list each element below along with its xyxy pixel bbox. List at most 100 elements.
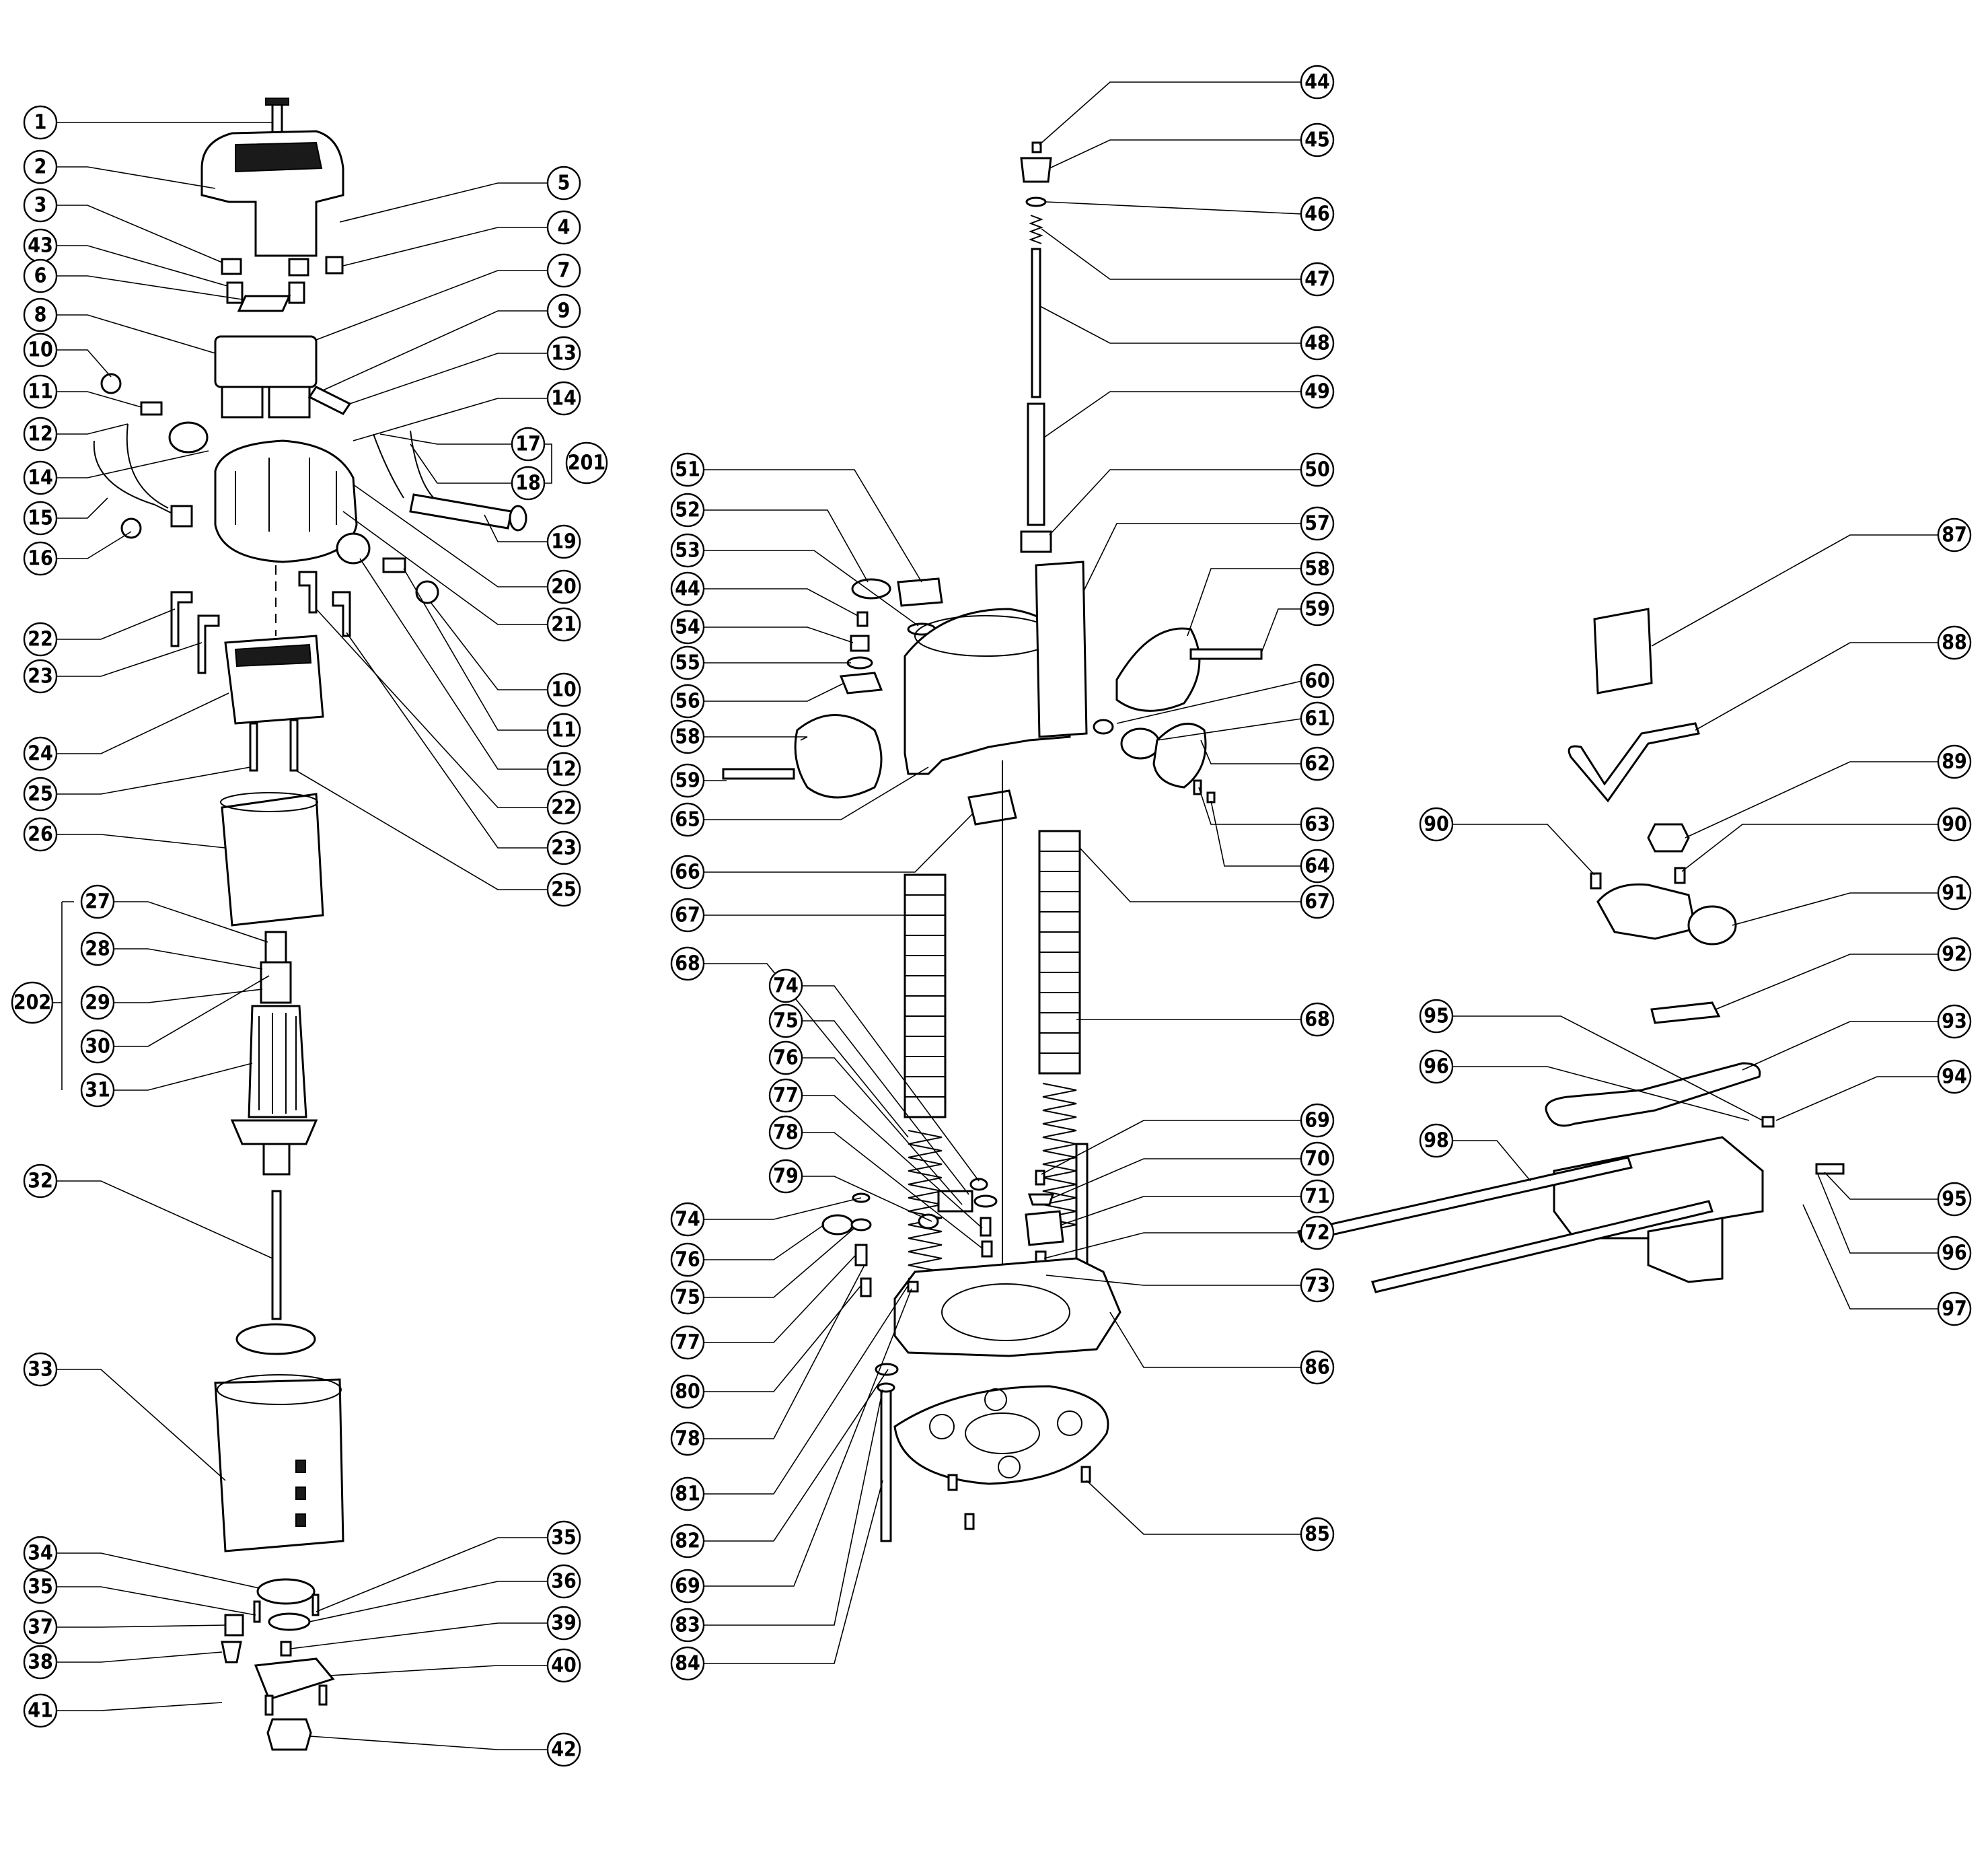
leader-84 bbox=[703, 1480, 883, 1664]
part-2-top-cover-vents bbox=[235, 141, 323, 173]
svg-text:35: 35 bbox=[28, 1575, 53, 1599]
callout-22a: 22 bbox=[23, 622, 58, 657]
callout-32: 32 bbox=[23, 1163, 58, 1198]
part-68-spring-right bbox=[1042, 1083, 1077, 1232]
leader-16 bbox=[54, 531, 132, 559]
leader-86 bbox=[1109, 1312, 1302, 1368]
leader-95b bbox=[1824, 1172, 1941, 1200]
svg-text:2: 2 bbox=[34, 155, 47, 179]
part-87-plate bbox=[1593, 608, 1653, 694]
part-11-brush-right bbox=[382, 557, 406, 573]
callout-42: 42 bbox=[546, 1732, 581, 1767]
svg-text:74: 74 bbox=[675, 1208, 700, 1231]
part-25-screw-right bbox=[289, 719, 299, 772]
callout-14b: 14 bbox=[546, 381, 581, 416]
svg-text:32: 32 bbox=[28, 1170, 53, 1193]
svg-text:20: 20 bbox=[551, 575, 577, 599]
part-85-hole-3 bbox=[984, 1388, 1007, 1411]
leader-44b bbox=[703, 588, 858, 616]
leader-89 bbox=[1685, 761, 1941, 838]
svg-text:44: 44 bbox=[675, 577, 700, 601]
leader-48 bbox=[1039, 306, 1302, 344]
callout-79: 79 bbox=[768, 1159, 803, 1194]
svg-text:38: 38 bbox=[28, 1651, 53, 1674]
part-94-95-96-right bbox=[1815, 1163, 1845, 1175]
leader-44a bbox=[1039, 81, 1302, 145]
svg-text:95: 95 bbox=[1424, 1005, 1449, 1028]
svg-text:91: 91 bbox=[1942, 882, 1967, 905]
callout-38: 38 bbox=[23, 1645, 58, 1680]
callout-90a: 90 bbox=[1419, 807, 1454, 842]
svg-text:67: 67 bbox=[675, 904, 700, 927]
svg-text:51: 51 bbox=[675, 458, 700, 482]
leader-4 bbox=[342, 227, 548, 266]
callout-91: 91 bbox=[1937, 875, 1972, 910]
callout-82: 82 bbox=[670, 1524, 705, 1559]
leader-41 bbox=[54, 1702, 223, 1711]
leader-23a bbox=[54, 642, 203, 677]
callout-24: 24 bbox=[23, 736, 58, 771]
leader-31 bbox=[111, 1063, 253, 1091]
leader-lines bbox=[52, 81, 1941, 1750]
part-56 bbox=[839, 672, 883, 694]
svg-text:96: 96 bbox=[1424, 1055, 1449, 1079]
svg-text:42: 42 bbox=[551, 1738, 577, 1762]
callout-8: 8 bbox=[23, 297, 58, 332]
part-11-brush-left bbox=[140, 401, 163, 416]
part-15-wire-2 bbox=[126, 423, 169, 509]
callout-5: 5 bbox=[546, 166, 581, 201]
svg-text:47: 47 bbox=[1304, 268, 1330, 291]
svg-text:84: 84 bbox=[675, 1652, 700, 1676]
svg-text:64: 64 bbox=[1304, 855, 1330, 878]
part-91-guide bbox=[1596, 883, 1697, 940]
part-42-collet-nut bbox=[266, 1718, 312, 1751]
callout-41: 41 bbox=[23, 1693, 58, 1728]
callout-11a: 11 bbox=[23, 374, 58, 409]
part-10-brush-cap-left bbox=[100, 373, 122, 394]
callout-58b: 58 bbox=[1300, 551, 1335, 586]
part-52 bbox=[851, 578, 891, 600]
svg-text:4: 4 bbox=[558, 216, 570, 240]
callout-13: 13 bbox=[546, 336, 581, 371]
callout-77a: 77 bbox=[768, 1078, 803, 1113]
part-28-commutator bbox=[260, 961, 292, 1004]
callout-30: 30 bbox=[80, 1029, 115, 1064]
svg-text:71: 71 bbox=[1304, 1185, 1330, 1209]
svg-text:53: 53 bbox=[675, 539, 700, 563]
part-46-ring bbox=[1025, 196, 1047, 207]
leader-54 bbox=[703, 626, 854, 643]
callout-75a: 75 bbox=[768, 1003, 803, 1038]
leader-36 bbox=[309, 1581, 548, 1622]
svg-text:48: 48 bbox=[1304, 332, 1330, 355]
leader-75b bbox=[703, 1227, 855, 1298]
svg-text:98: 98 bbox=[1424, 1129, 1449, 1153]
part-97-edge-guide-fence bbox=[1647, 1217, 1724, 1283]
callout-59b: 59 bbox=[1300, 592, 1335, 626]
callout-34: 34 bbox=[23, 1536, 58, 1571]
leader-83 bbox=[703, 1389, 883, 1626]
leader-24 bbox=[54, 692, 229, 754]
part-58-handle-left bbox=[794, 714, 883, 799]
svg-text:63: 63 bbox=[1304, 813, 1330, 836]
callout-22b: 22 bbox=[546, 790, 581, 825]
svg-text:74: 74 bbox=[773, 974, 799, 998]
callout-86: 86 bbox=[1300, 1350, 1335, 1385]
part-67-bellows-left-folds bbox=[905, 894, 945, 1098]
leader-45 bbox=[1049, 139, 1302, 169]
leader-69a bbox=[1041, 1120, 1302, 1175]
part-78b bbox=[981, 1240, 993, 1258]
leader-38 bbox=[54, 1651, 223, 1663]
svg-text:41: 41 bbox=[28, 1699, 53, 1723]
part-5-clip bbox=[288, 258, 309, 277]
svg-text:90: 90 bbox=[1424, 813, 1449, 836]
leader-66 bbox=[703, 814, 973, 873]
leader-25b bbox=[295, 770, 548, 890]
leader-11a bbox=[54, 391, 142, 408]
part-23-spring-left bbox=[197, 614, 220, 674]
callout-55: 55 bbox=[670, 645, 705, 680]
svg-text:73: 73 bbox=[1304, 1274, 1330, 1297]
svg-text:22: 22 bbox=[28, 628, 53, 651]
svg-text:1: 1 bbox=[34, 111, 47, 135]
callout-88: 88 bbox=[1937, 625, 1972, 660]
leader-33 bbox=[54, 1369, 226, 1481]
